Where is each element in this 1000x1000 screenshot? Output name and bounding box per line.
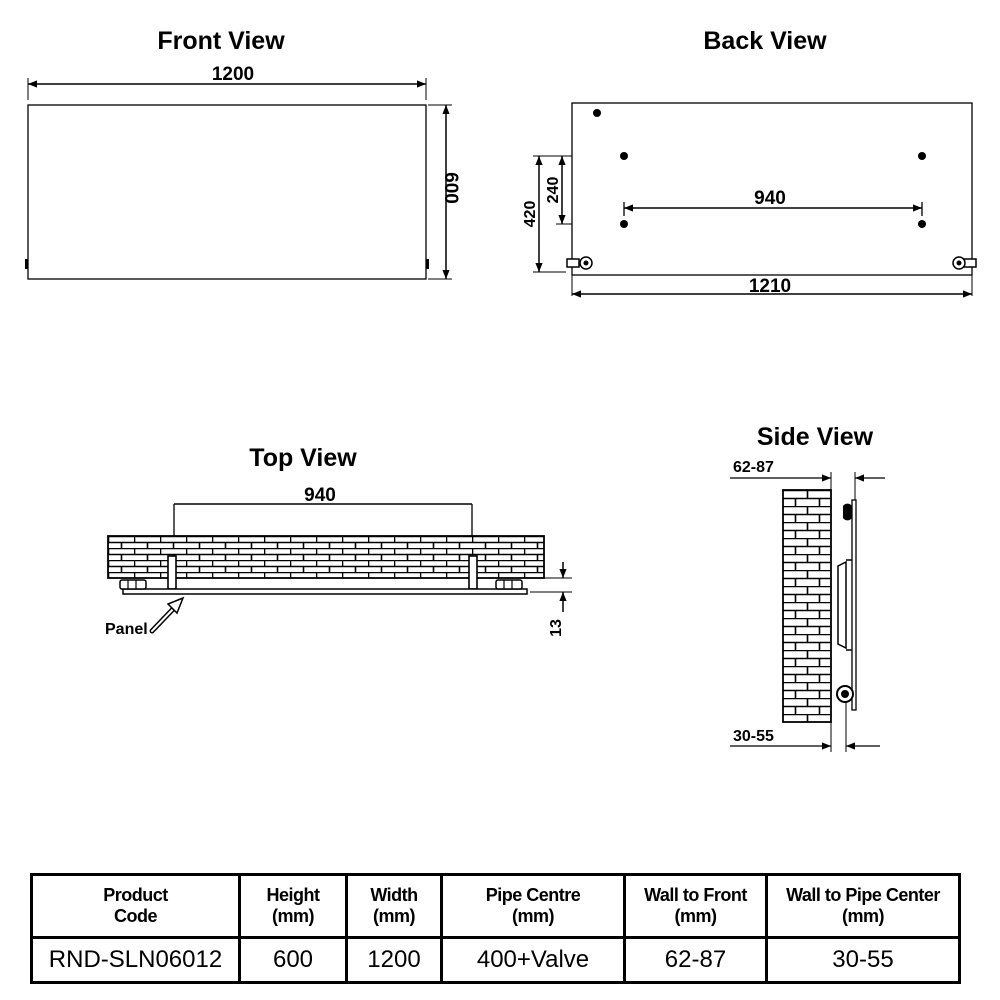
front-bracket-left [25, 259, 28, 269]
front-view-title: Front View [157, 27, 285, 55]
side-view-title: Side View [757, 423, 874, 451]
back-bracket-dot [620, 220, 628, 228]
front-width-label: 1200 [212, 64, 254, 85]
header-wall-to-pipe-center: Wall to Pipe Center(mm) [765, 873, 961, 939]
header-pipe-centre: Pipe Centre(mm) [440, 873, 626, 939]
side-62-87-label: 62-87 [733, 459, 774, 476]
back-1210-label: 1210 [749, 276, 791, 297]
valve-right [952, 256, 977, 270]
header-height: Height(mm) [238, 873, 348, 939]
cell-width: 1200 [345, 936, 443, 984]
side-top-bracket [843, 503, 852, 521]
front-bracket-right [426, 259, 429, 269]
top-panel [122, 588, 528, 595]
top-940-label: 940 [304, 485, 336, 506]
back-bracket-dot [620, 152, 628, 160]
header-width: Width(mm) [345, 873, 443, 939]
valve-left [566, 256, 593, 270]
cell-height: 600 [238, 936, 348, 984]
back-view-title: Back View [703, 27, 827, 55]
top-valve-left [119, 579, 147, 590]
cell-pipe-centre: 400+Valve [440, 936, 626, 984]
panel-arrow-icon [149, 596, 185, 634]
back-bracket-dot [918, 152, 926, 160]
side-valve [836, 685, 854, 703]
front-view: Front View 1200 600 [25, 27, 461, 280]
back-940-label: 940 [754, 188, 786, 209]
back-420-label: 420 [522, 201, 539, 228]
top-13-label: 13 [548, 619, 565, 637]
cell-wall-to-pipe-center: 30-55 [765, 936, 961, 984]
cell-product-code: RND-SLN06012 [30, 936, 241, 984]
back-240-label: 240 [545, 177, 562, 204]
top-valve-right [495, 579, 523, 590]
front-panel [27, 104, 427, 280]
back-bracket-dot [918, 220, 926, 228]
side-rail [837, 559, 852, 651]
panel-label: Panel [105, 621, 148, 638]
side-30-55-label: 30-55 [733, 728, 774, 745]
wall-brick-side [782, 489, 832, 723]
side-panel [851, 499, 857, 711]
back-view: Back View 940 420 240 [522, 27, 977, 298]
front-height-label: 600 [440, 172, 461, 204]
cell-wall-to-front: 62-87 [623, 936, 768, 984]
side-view: Side View 62-87 30-55 [730, 423, 885, 752]
top-bracket-right [468, 555, 478, 590]
technical-drawing: Front View 1200 600 Back View 940 [25, 27, 977, 752]
table-row: RND-SLN06012 600 1200 400+Valve 62-87 30… [30, 936, 961, 984]
top-bracket-left [167, 555, 177, 590]
back-panel [571, 102, 973, 276]
header-wall-to-front: Wall to Front(mm) [623, 873, 768, 939]
top-view: Top View 940 13 Panel [105, 444, 572, 638]
top-view-title: Top View [249, 444, 357, 472]
back-fixing-dot [593, 109, 601, 117]
